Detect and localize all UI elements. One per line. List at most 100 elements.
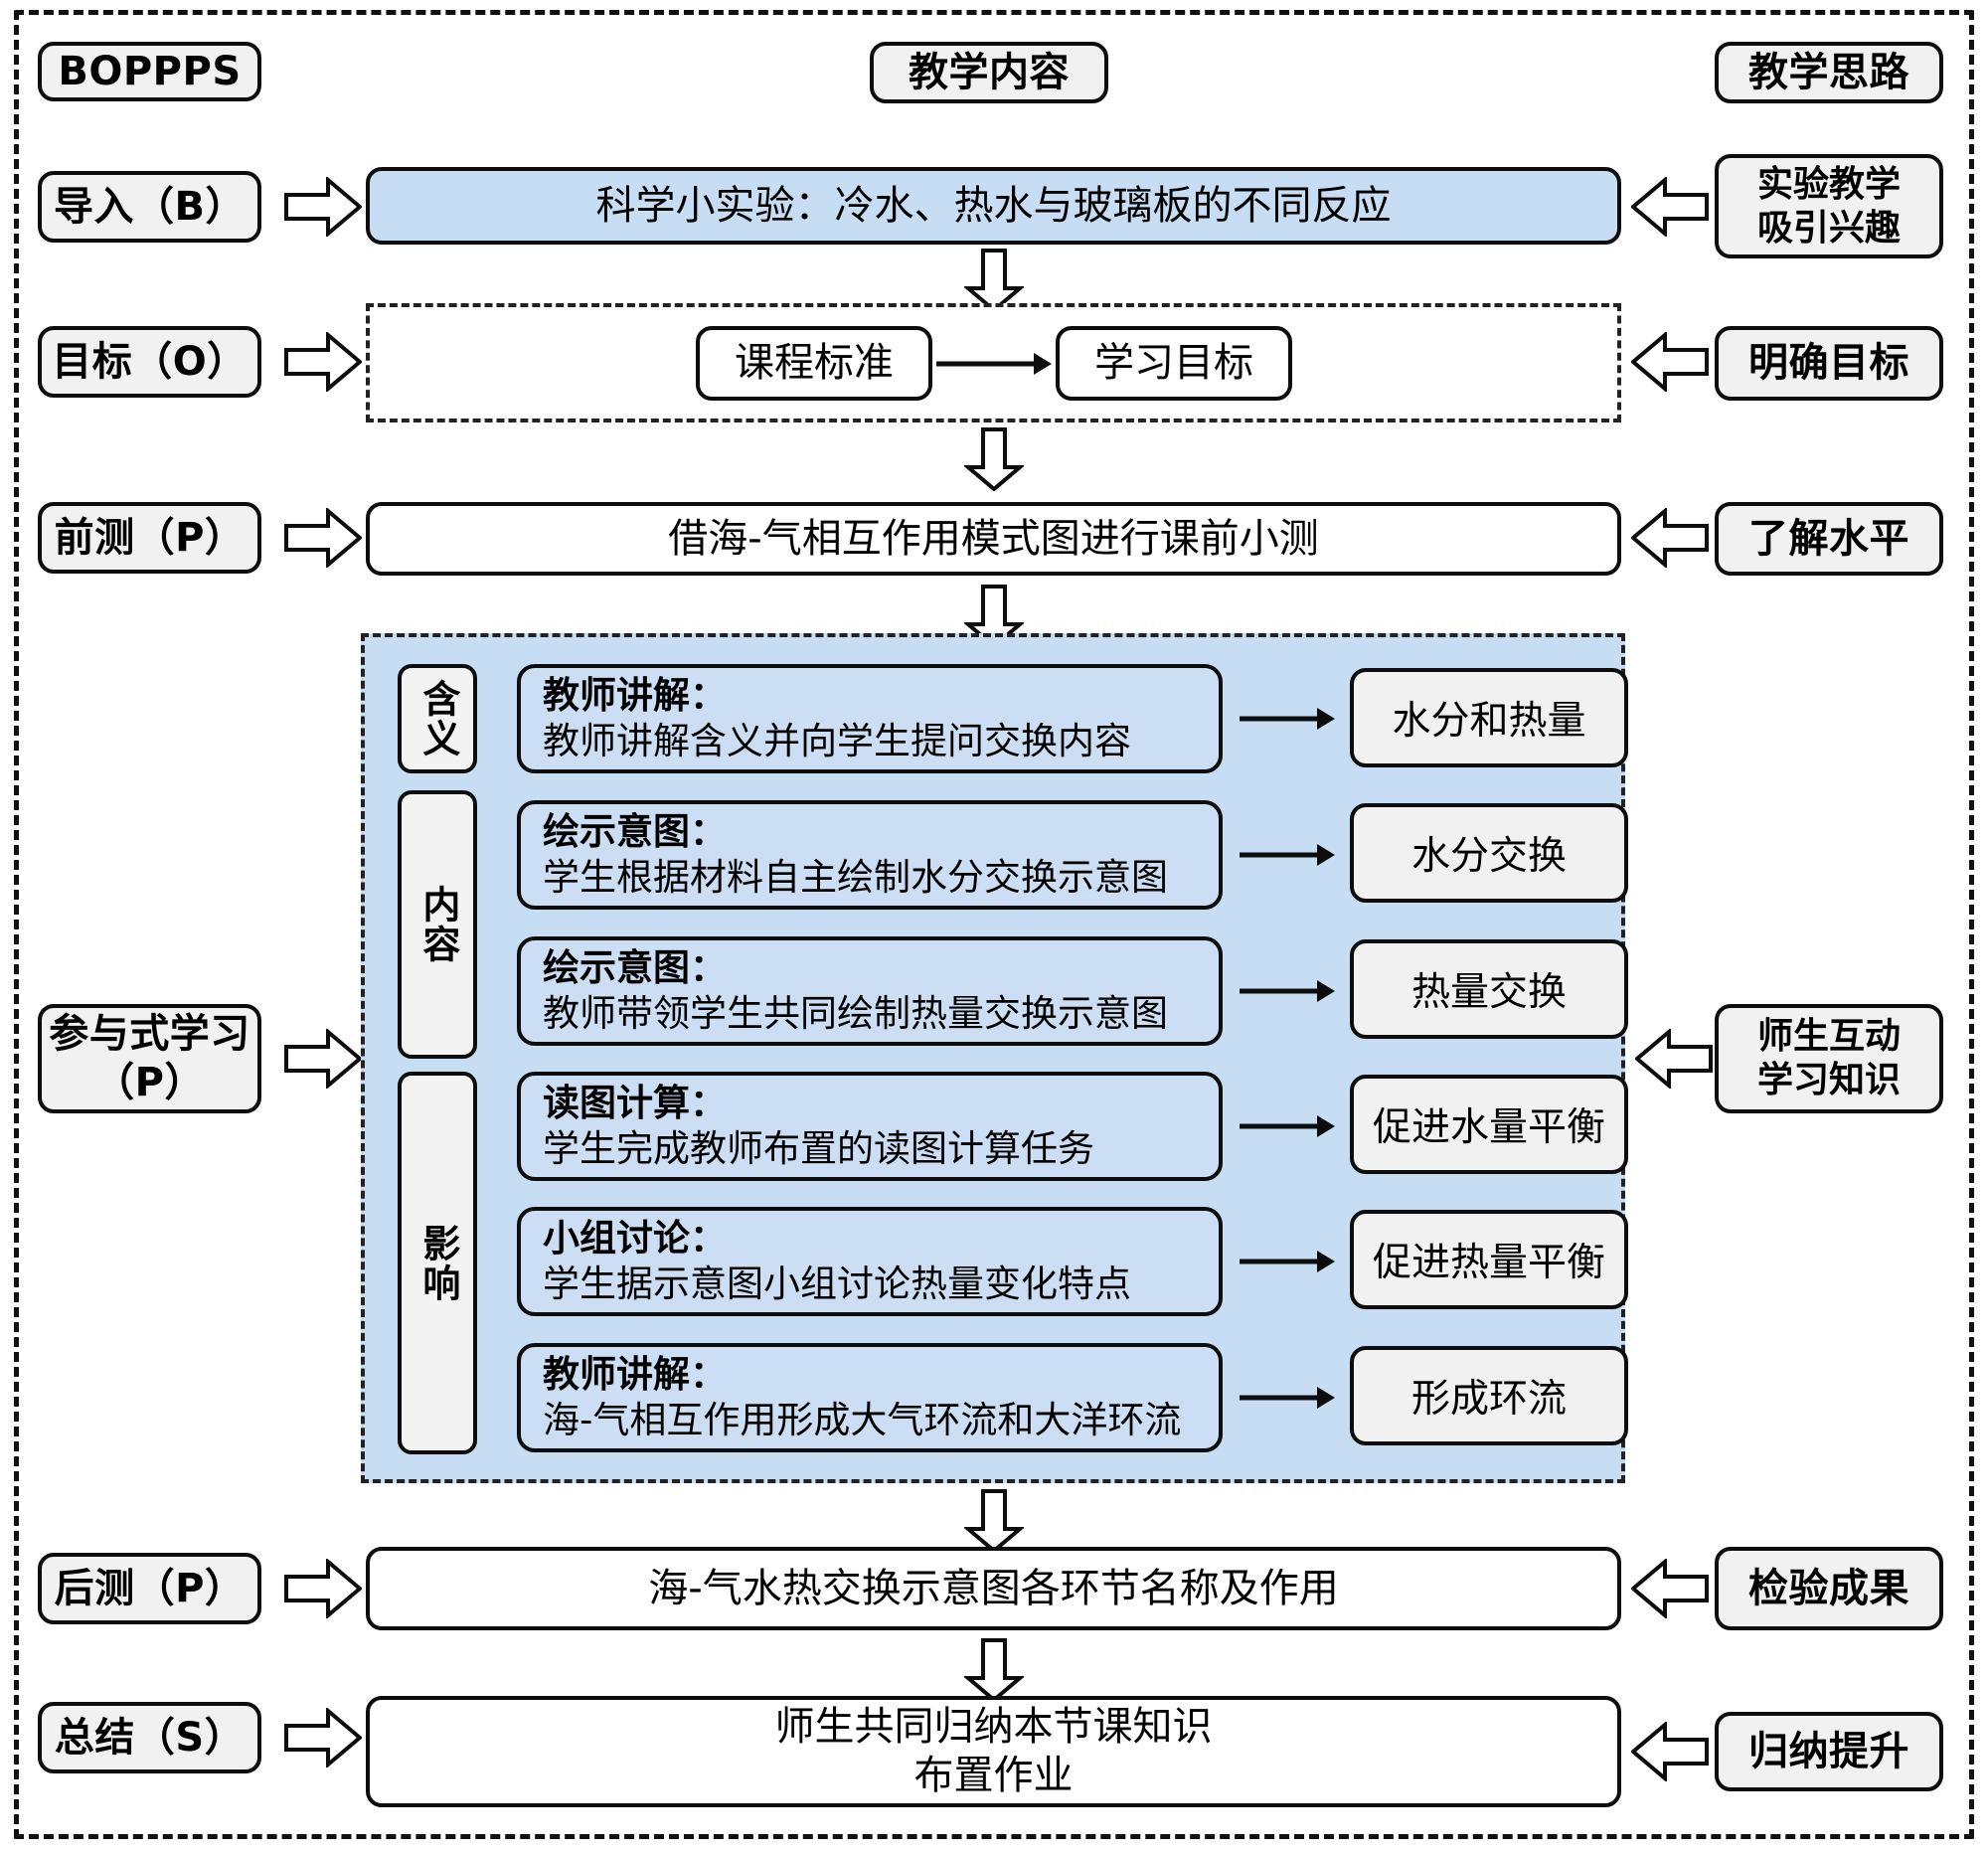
content-label-summary: 师生共同归纳本节课知识 布置作业 (774, 1704, 1213, 1798)
stage-label-participatory-learning: 参与式学习 （P） (49, 1011, 250, 1105)
rationale-label-introduction: 实验教学 吸引兴趣 (1756, 163, 1901, 249)
outcome-box-3: 热量交换 (1350, 939, 1628, 1039)
block-arrow-left-icon-3 (1631, 508, 1709, 568)
stage-label-objective: 目标（O） (52, 338, 248, 385)
activity-title-5: 小组讨论： (543, 1217, 727, 1261)
stage-label-post-assessment: 后测（P） (54, 1565, 246, 1611)
block-arrow-left-icon-5 (1631, 1559, 1709, 1618)
activity-desc-1: 教师讲解含义并向学生提问交换内容 (543, 720, 1131, 762)
line-arrow-right-icon-1 (1238, 702, 1337, 736)
activity-box-2: 绘示意图： 学生根据材料自主绘制水分交换示意图 (517, 800, 1223, 910)
content-box-post-assessment: 海-气水热交换示意图各环节名称及作用 (366, 1547, 1621, 1630)
header-teaching-approach: 教学思路 (1715, 42, 1943, 103)
outcome-label-1: 水分和热量 (1392, 699, 1586, 744)
activity-desc-6: 海-气相互作用形成大气环流和大洋环流 (543, 1399, 1182, 1441)
rationale-box-participatory-learning: 师生互动 学习知识 (1715, 1004, 1943, 1113)
header-teaching-approach-label: 教学思路 (1748, 49, 1909, 95)
activity-title-3: 绘示意图： (543, 946, 727, 990)
block-arrow-left-icon-6 (1631, 1722, 1709, 1781)
stage-box-participatory-learning: 参与式学习 （P） (38, 1004, 261, 1113)
category-label-impact: 影响 (415, 1223, 460, 1303)
content-label-introduction: 科学小实验：冷水、热水与玻璃板的不同反应 (595, 182, 1392, 229)
content-label-pre-assessment: 借海-气相互作用模式图进行课前小测 (668, 515, 1319, 562)
objective-label-curriculum-standard: 课程标准 (735, 340, 894, 387)
outcome-label-4: 促进水量平衡 (1372, 1105, 1605, 1150)
header-teaching-content: 教学内容 (870, 42, 1108, 103)
rationale-box-post-assessment: 检验成果 (1715, 1547, 1943, 1630)
rationale-label-participatory-learning: 师生互动 学习知识 (1756, 1016, 1901, 1100)
outcome-box-2: 水分交换 (1350, 803, 1628, 903)
category-box-meaning: 含义 (398, 664, 477, 773)
activity-desc-2: 学生根据材料自主绘制水分交换示意图 (543, 856, 1168, 899)
block-arrow-left-icon-1 (1631, 177, 1709, 237)
outcome-label-3: 热量交换 (1410, 970, 1567, 1015)
block-arrow-down-icon-1 (964, 249, 1024, 312)
activity-title-4: 读图计算： (543, 1082, 727, 1125)
category-box-impact: 影响 (398, 1072, 477, 1454)
stage-label-introduction: 导入（B） (54, 183, 246, 230)
outcome-label-5: 促进热量平衡 (1372, 1241, 1605, 1285)
content-box-pre-assessment: 借海-气相互作用模式图进行课前小测 (366, 502, 1621, 576)
content-box-summary: 师生共同归纳本节课知识 布置作业 (366, 1696, 1621, 1807)
block-arrow-down-icon-2 (964, 427, 1024, 491)
stage-label-summary: 总结（S） (54, 1714, 246, 1761)
category-box-content: 内容 (398, 790, 477, 1059)
activity-box-4: 读图计算： 学生完成教师布置的读图计算任务 (517, 1072, 1223, 1181)
block-arrow-right-icon-3 (284, 508, 362, 568)
block-arrow-left-icon-2 (1631, 332, 1709, 392)
block-arrow-right-icon-6 (284, 1708, 362, 1768)
category-label-meaning: 含义 (415, 679, 460, 758)
outcome-label-2: 水分交换 (1410, 834, 1567, 879)
activity-box-3: 绘示意图： 教师带领学生共同绘制热量交换示意图 (517, 936, 1223, 1046)
outcome-box-5: 促进热量平衡 (1350, 1210, 1628, 1309)
header-boppps: BOPPPS (38, 42, 261, 101)
rationale-label-objective: 明确目标 (1748, 340, 1909, 387)
activity-box-6: 教师讲解： 海-气相互作用形成大气环流和大洋环流 (517, 1343, 1223, 1452)
objective-box-curriculum-standard: 课程标准 (696, 326, 932, 401)
activity-title-6: 教师讲解： (543, 1353, 727, 1397)
block-arrow-down-icon-5 (964, 1638, 1024, 1702)
outcome-box-6: 形成环流 (1350, 1346, 1628, 1445)
block-arrow-down-icon-4 (964, 1489, 1024, 1553)
rationale-box-pre-assessment: 了解水平 (1715, 502, 1943, 576)
line-arrow-right-icon-2 (1238, 838, 1337, 872)
rationale-label-summary: 归纳提升 (1748, 1728, 1909, 1774)
outcome-box-4: 促进水量平衡 (1350, 1075, 1628, 1174)
outcome-box-1: 水分和热量 (1350, 668, 1628, 767)
stage-box-introduction: 导入（B） (38, 171, 261, 243)
activity-desc-5: 学生据示意图小组讨论热量变化特点 (543, 1263, 1131, 1305)
block-arrow-left-icon-4 (1635, 1029, 1713, 1089)
category-label-content: 内容 (415, 885, 460, 964)
stage-box-objective: 目标（O） (38, 326, 261, 398)
stage-box-post-assessment: 后测（P） (38, 1553, 261, 1624)
stage-box-pre-assessment: 前测（P） (38, 502, 261, 574)
rationale-box-summary: 归纳提升 (1715, 1712, 1943, 1791)
activity-box-5: 小组讨论： 学生据示意图小组讨论热量变化特点 (517, 1207, 1223, 1316)
header-teaching-content-label: 教学内容 (909, 49, 1070, 95)
line-arrow-right-icon-4 (1238, 1109, 1337, 1143)
content-label-post-assessment: 海-气水热交换示意图各环节名称及作用 (648, 1565, 1339, 1611)
rationale-label-pre-assessment: 了解水平 (1748, 515, 1909, 562)
line-arrow-right-icon-3 (1238, 974, 1337, 1008)
block-arrow-right-icon-5 (284, 1559, 362, 1618)
activity-desc-3: 教师带领学生共同绘制热量交换示意图 (543, 992, 1168, 1035)
activity-title-1: 教师讲解： (543, 674, 727, 718)
participatory-panel (361, 633, 1625, 1483)
outcome-label-6: 形成环流 (1410, 1377, 1567, 1422)
block-arrow-right-icon-2 (284, 332, 362, 392)
activity-box-1: 教师讲解： 教师讲解含义并向学生提问交换内容 (517, 664, 1223, 773)
header-boppps-label: BOPPPS (58, 48, 242, 94)
stage-box-summary: 总结（S） (38, 1702, 261, 1773)
activity-title-2: 绘示意图： (543, 810, 727, 854)
stage-label-pre-assessment: 前测（P） (54, 514, 246, 561)
line-arrow-right-icon-5 (1238, 1245, 1337, 1278)
content-box-introduction: 科学小实验：冷水、热水与玻璃板的不同反应 (366, 167, 1621, 245)
block-arrow-right-icon-4 (284, 1029, 362, 1089)
rationale-box-introduction: 实验教学 吸引兴趣 (1715, 154, 1943, 258)
rationale-label-post-assessment: 检验成果 (1748, 1565, 1909, 1611)
objective-box-learning-goal: 学习目标 (1056, 326, 1292, 401)
objective-label-learning-goal: 学习目标 (1094, 340, 1253, 387)
block-arrow-right-icon-1 (284, 177, 362, 237)
line-arrow-right-icon-6 (1238, 1381, 1337, 1415)
